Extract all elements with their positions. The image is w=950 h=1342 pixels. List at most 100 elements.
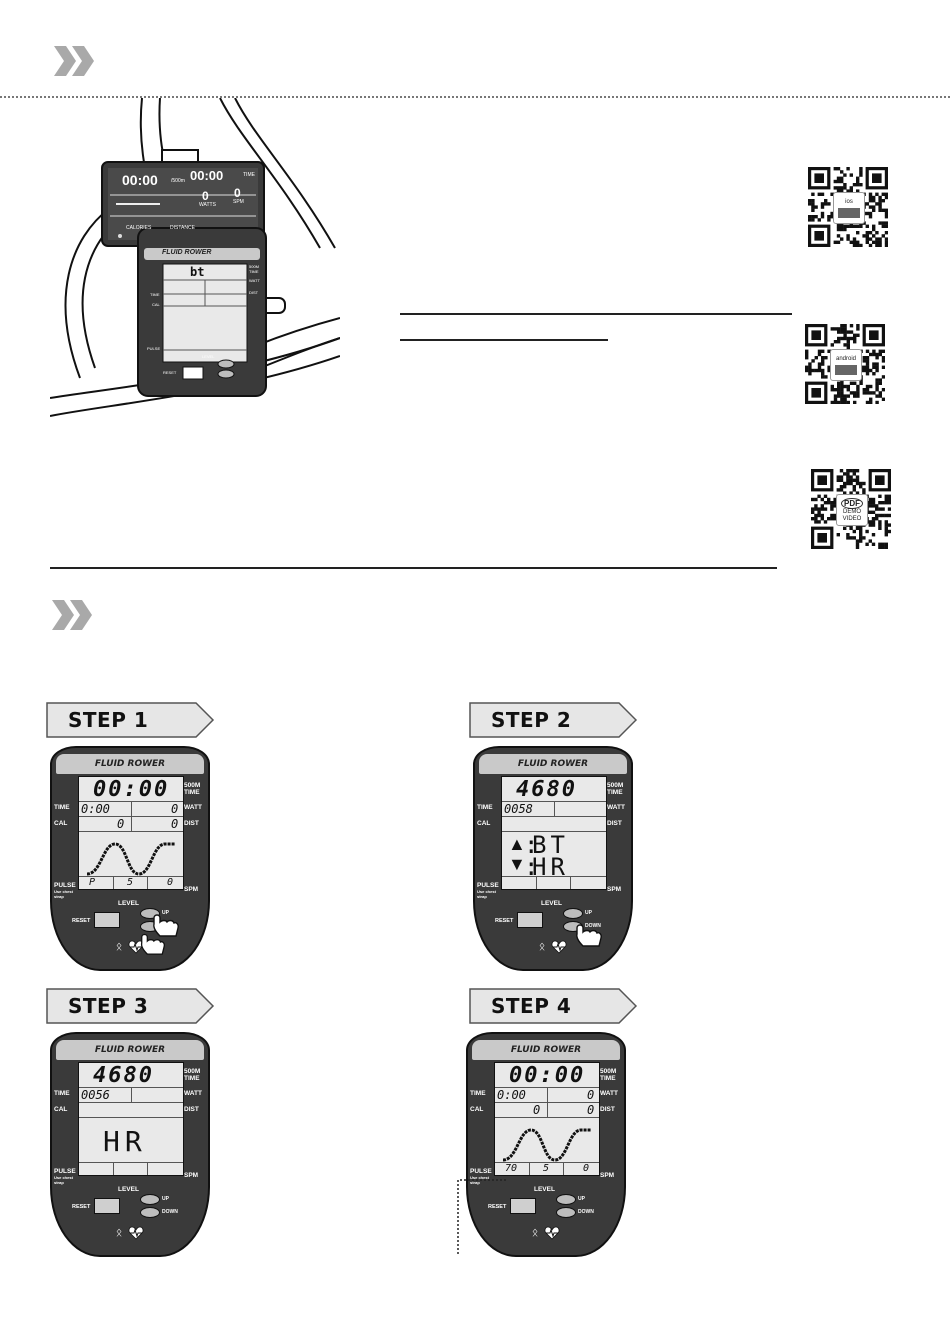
chevron-icon bbox=[52, 600, 92, 630]
bt-arrow-icon: ▲ bbox=[508, 834, 526, 854]
label-500m-time: 500M TIME bbox=[600, 1068, 617, 1082]
step-tab: STEP 4 bbox=[469, 988, 639, 1024]
label-time: TIME bbox=[477, 804, 493, 811]
step-tab: STEP 1 bbox=[46, 702, 216, 738]
chevron-icon bbox=[54, 46, 94, 76]
lcd-cal-value: 0 bbox=[117, 817, 125, 831]
label-chest-strap: Use chest strap bbox=[477, 889, 496, 899]
qr-code-android[interactable]: android bbox=[805, 324, 885, 404]
label-500m-time: 500M TIME bbox=[184, 1068, 201, 1082]
phone-unit-1: /500m bbox=[171, 178, 185, 184]
step-label: STEP 3 bbox=[68, 994, 149, 1018]
illus-label-time: TIME bbox=[150, 292, 160, 297]
lcd-bottom-row bbox=[79, 1162, 183, 1175]
lcd-main-row: 4680 bbox=[79, 1063, 183, 1088]
pulse-callout-line bbox=[457, 1179, 508, 1254]
down-button[interactable] bbox=[556, 1207, 576, 1218]
label-cal: CAL bbox=[477, 820, 491, 827]
reset-button[interactable] bbox=[510, 1198, 536, 1214]
label-watt: WATT bbox=[184, 1090, 202, 1097]
illus-label-watt: WATT bbox=[249, 278, 260, 283]
lcd-main-value: 00:00 bbox=[93, 777, 170, 802]
label-up: UP bbox=[162, 910, 169, 916]
lcd-big-line-1: HR bbox=[103, 1125, 147, 1158]
lcd-watt-value: 0 bbox=[587, 1088, 595, 1102]
illus-console-display: bt bbox=[190, 265, 205, 279]
label-reset: RESET bbox=[72, 1204, 91, 1210]
label-watt: WATT bbox=[600, 1090, 618, 1097]
lcd-main-value: 00:00 bbox=[509, 1063, 586, 1088]
step-tab: STEP 3 bbox=[46, 988, 216, 1024]
bluetooth-icon: ᛟ bbox=[115, 1227, 123, 1239]
lcd-bottom-row bbox=[502, 876, 606, 889]
step-label: STEP 4 bbox=[491, 994, 572, 1018]
qr-badge-label: android bbox=[835, 355, 856, 362]
lcd-level-value: 5 bbox=[543, 1163, 550, 1174]
label-chest-strap: Use chest strap bbox=[54, 889, 73, 899]
label-cal: CAL bbox=[54, 1106, 68, 1113]
up-button[interactable] bbox=[563, 908, 583, 919]
qr-code-ios[interactable]: ios bbox=[808, 167, 888, 247]
lcd-cal-value: 0 bbox=[533, 1103, 541, 1117]
illus-label-reset: RESET bbox=[163, 370, 177, 375]
lcd-main-row: 4680 bbox=[502, 777, 606, 802]
label-pulse: PULSE bbox=[477, 882, 499, 889]
hr-arrow-icon: ▼ bbox=[508, 854, 526, 874]
pointing-hand-icon bbox=[138, 928, 166, 956]
bluetooth-icon: ᛟ bbox=[115, 941, 123, 953]
section-divider-dotted bbox=[0, 96, 950, 98]
down-button[interactable] bbox=[140, 1207, 160, 1218]
reset-button[interactable] bbox=[94, 912, 120, 928]
console-brand: FLUID ROWER bbox=[472, 1040, 620, 1060]
lcd-main-value: 4680 bbox=[516, 777, 577, 802]
label-dist: DIST bbox=[184, 820, 199, 827]
illus-label-level: LEVEL bbox=[202, 354, 215, 359]
lcd-row-3 bbox=[502, 817, 606, 832]
label-watt: WATT bbox=[607, 804, 625, 811]
illus-console-brand: FLUID ROWER bbox=[162, 249, 212, 256]
label-spm: SPM bbox=[607, 886, 622, 893]
rower-phone-illustration: 00:00 /500m 00:00 TIME 0 WATTS 0 SPM CAL… bbox=[49, 97, 341, 428]
stroke-wave-graphic bbox=[502, 1128, 591, 1162]
label-time: TIME bbox=[470, 1090, 486, 1097]
lcd-spm-value: 0 bbox=[167, 877, 174, 888]
reset-button[interactable] bbox=[94, 1198, 120, 1214]
label-pulse: PULSE bbox=[54, 882, 76, 889]
lcd-spm-value: 0 bbox=[583, 1163, 590, 1174]
heart-rate-icon bbox=[544, 1226, 560, 1240]
pdf-logo-icon: PDF bbox=[841, 497, 863, 509]
label-level: LEVEL bbox=[534, 1186, 555, 1193]
lcd-time-value: 0:00 bbox=[81, 802, 110, 816]
heart-rate-icon bbox=[128, 1226, 144, 1240]
rower-thumbnail-icon bbox=[835, 364, 857, 375]
up-button[interactable] bbox=[140, 1194, 160, 1205]
step-label: STEP 2 bbox=[491, 708, 572, 732]
phone-time-2: 00:00 bbox=[190, 168, 224, 183]
label-up: UP bbox=[585, 910, 592, 916]
lcd-level-value: 5 bbox=[127, 877, 134, 888]
up-button[interactable] bbox=[140, 908, 160, 919]
up-button[interactable] bbox=[556, 1194, 576, 1205]
label-watt: WATT bbox=[184, 804, 202, 811]
label-spm: SPM bbox=[600, 1172, 615, 1179]
lcd-graph bbox=[79, 832, 183, 876]
label-level: LEVEL bbox=[541, 900, 562, 907]
label-dist: DIST bbox=[184, 1106, 199, 1113]
qr-center-badge: ios bbox=[833, 192, 865, 224]
lcd-big-line-1: BT bbox=[532, 831, 569, 859]
phone-calories-label: CALORIES bbox=[126, 225, 152, 231]
label-dist: DIST bbox=[607, 820, 622, 827]
lcd-time-value: 0058 bbox=[504, 802, 533, 816]
reset-button[interactable] bbox=[517, 912, 543, 928]
